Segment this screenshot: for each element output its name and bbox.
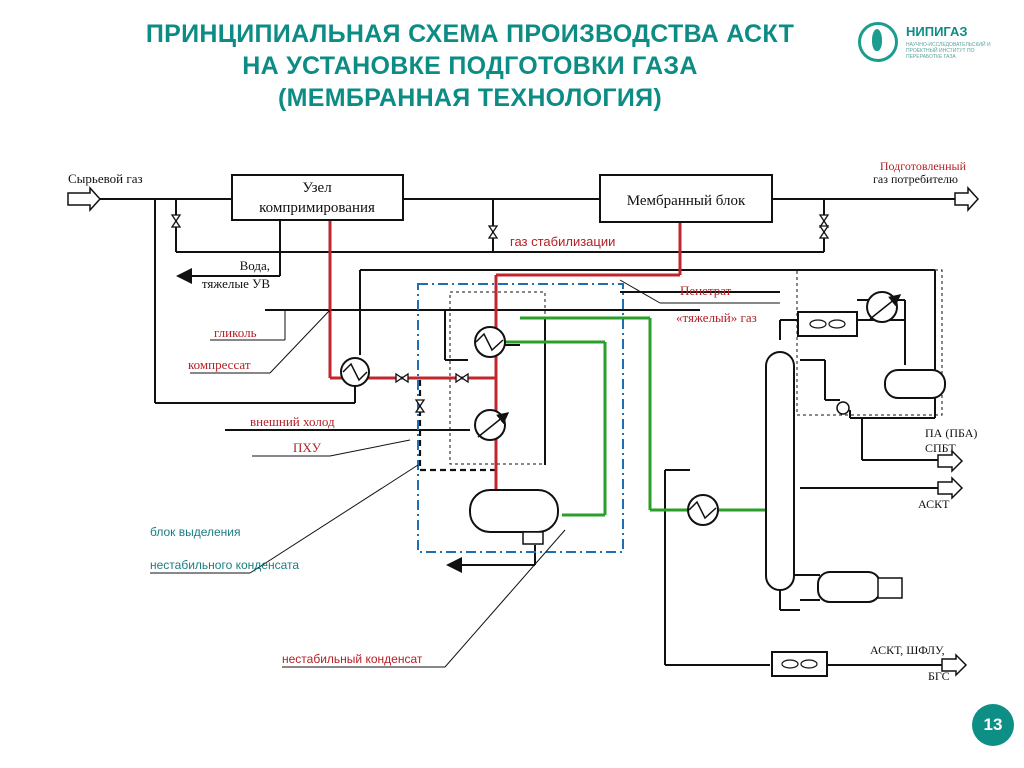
spbt-label: СПБТ	[925, 441, 956, 455]
stabilization-column	[765, 351, 795, 591]
block-separation-label-line-1: блок выделения	[150, 525, 241, 539]
hot-lines	[328, 220, 682, 490]
valves	[170, 214, 830, 413]
air-cooler-bottom	[771, 651, 828, 677]
page-number-badge: 13	[972, 704, 1014, 746]
logo-subtitle: НАУЧНО-ИССЛЕДОВАТЕЛЬСКИЙ И ПРОЕКТНЫЙ ИНС…	[906, 42, 991, 60]
reboiler	[817, 571, 881, 603]
valve-icon	[818, 225, 830, 239]
separator-vessel	[469, 489, 559, 533]
askt-outlet-arrow-icon	[937, 476, 964, 500]
valve-icon	[414, 399, 426, 413]
water-label-line-2: тяжелые УВ	[202, 276, 271, 291]
slide-title: ПРИНЦИПИАЛЬНАЯ СХЕМА ПРОИЗВОДСТВА АСКТ Н…	[80, 18, 860, 114]
heavy-gas-label: «тяжелый» газ	[676, 310, 757, 325]
membrane-label: Мембранный блок	[627, 193, 746, 209]
leader-lines	[150, 279, 780, 668]
heat-exchangers	[340, 291, 898, 526]
pkhu-label: ПХУ	[293, 440, 322, 455]
valve-icon	[455, 372, 469, 384]
logo-circle-icon	[858, 22, 898, 62]
flame-icon	[872, 29, 882, 51]
reflux-drum	[884, 369, 946, 399]
treated-gas-label-line-1: Подготовленный	[880, 159, 967, 173]
valve-icon	[487, 225, 499, 239]
company-logo: НИПИГАЗ НАУЧНО-ИССЛЕДОВАТЕЛЬСКИЙ И ПРОЕК…	[858, 20, 1008, 70]
logo-name: НИПИГАЗ	[906, 24, 968, 39]
valve-icon	[170, 214, 182, 228]
treated-gas-label-line-2: газ потребителю	[873, 172, 958, 186]
askt-shflu-outlet-arrow-icon	[941, 653, 968, 677]
external-cold-label: внешний холод	[250, 414, 335, 429]
water-label-line-1: Вода,	[240, 258, 270, 273]
air-cooler-top	[797, 311, 858, 337]
title-line-2: НА УСТАНОВКЕ ПОДГОТОВКИ ГАЗА	[242, 52, 698, 80]
membrane-block-box	[599, 174, 773, 223]
compressate-label: компрессат	[188, 357, 251, 372]
title-line-1: ПРИНЦИПИАЛЬНАЯ СХЕМА ПРОИЗВОДСТВА АСКТ	[145, 20, 795, 48]
permeate-label: Пенетрат	[680, 283, 732, 298]
askt-shflu-label: АСКТ, ШФЛУ,	[870, 643, 945, 657]
reboiler-head	[877, 577, 903, 599]
glycol-label: гликоль	[214, 325, 257, 340]
raw-gas-inlet-arrow-icon	[67, 186, 102, 212]
raw-gas-label: Сырьевой газ	[68, 171, 143, 186]
askt-label: АСКТ	[918, 497, 950, 511]
unstable-condensate-label: нестабильный конденсат	[282, 652, 423, 666]
treated-gas-outlet-arrow-icon	[954, 186, 980, 212]
cold-line	[418, 380, 495, 472]
condensate-block-boundary	[417, 283, 624, 553]
spbt-outlet-arrow-icon	[937, 449, 964, 473]
compression-label-line-1: Узел	[302, 180, 332, 196]
block-separation-label-line-2: нестабильного конденсата	[150, 558, 299, 572]
bgs-label: БГС	[928, 669, 950, 683]
stabilization-gas-label: газ стабилизации	[510, 234, 615, 249]
compression-label-line-2: компримирования	[259, 200, 375, 216]
valve-icon	[395, 372, 409, 384]
compression-unit-box	[231, 174, 404, 221]
pa-pba-label: ПА (ПБА)	[925, 426, 977, 440]
valve-icon	[818, 214, 830, 228]
separator-boot	[522, 531, 544, 545]
title-line-3: (МЕМБРАННАЯ ТЕХНОЛОГИЯ)	[277, 84, 663, 112]
pump-icon	[836, 401, 850, 415]
